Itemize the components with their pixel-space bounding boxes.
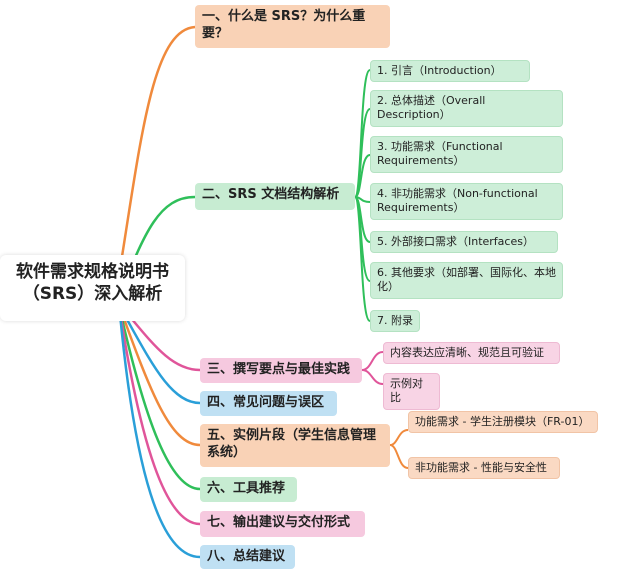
child-functional-requirements[interactable]: 3. 功能需求（Functional Requirements） — [370, 136, 563, 173]
connector-branch-1 — [113, 25, 196, 301]
connector-branch-8 — [118, 313, 201, 559]
branch-what-is-srs[interactable]: 一、什么是 SRS？为什么重要？ — [195, 5, 390, 48]
branch-summary[interactable]: 八、总结建议 — [200, 545, 295, 569]
root-topic[interactable]: 软件需求规格说明书 （SRS）深入解析 — [0, 255, 185, 321]
child-interfaces[interactable]: 5. 外部接口需求（Interfaces） — [370, 231, 558, 254]
child-clear-verifiable[interactable]: 内容表达应清晰、规范且可验证 — [383, 342, 560, 365]
connector-branch-7 — [118, 311, 201, 526]
child-introduction[interactable]: 1. 引言（Introduction） — [370, 60, 530, 83]
branch-delivery[interactable]: 七、输出建议与交付形式 — [200, 511, 365, 537]
child-student-registration[interactable]: 功能需求 - 学生注册模块（FR-01） — [408, 411, 598, 434]
child-overall-description[interactable]: 2. 总体描述（Overall Description） — [370, 90, 563, 127]
branch-tools[interactable]: 六、工具推荐 — [200, 477, 297, 502]
root-title-line2: （SRS）深入解析 — [22, 284, 163, 305]
root-title-line1: 软件需求规格说明书 — [16, 262, 169, 282]
child-other-requirements[interactable]: 6. 其他要求（如部署、国际化、本地化） — [370, 262, 563, 299]
connector-branch-4 — [118, 306, 201, 405]
branch-srs-structure[interactable]: 二、SRS 文档结构解析 — [195, 183, 355, 210]
child-example-comparison[interactable]: 示例对比 — [383, 373, 440, 410]
branch-writing-best-practices[interactable]: 三、撰写要点与最佳实践 — [200, 358, 362, 383]
child-nonfunctional-requirements[interactable]: 4. 非功能需求（Non-functional Requirements） — [370, 183, 563, 220]
branch-common-issues[interactable]: 四、常见问题与误区 — [200, 391, 337, 416]
connector-branch-6 — [118, 309, 201, 491]
branch-example-snippet[interactable]: 五、实例片段（学生信息管理系统） — [200, 424, 390, 467]
connector-branch-5 — [118, 307, 201, 447]
child-appendix[interactable]: 7. 附录 — [370, 310, 420, 333]
child-performance-security[interactable]: 非功能需求 - 性能与安全性 — [408, 457, 560, 480]
